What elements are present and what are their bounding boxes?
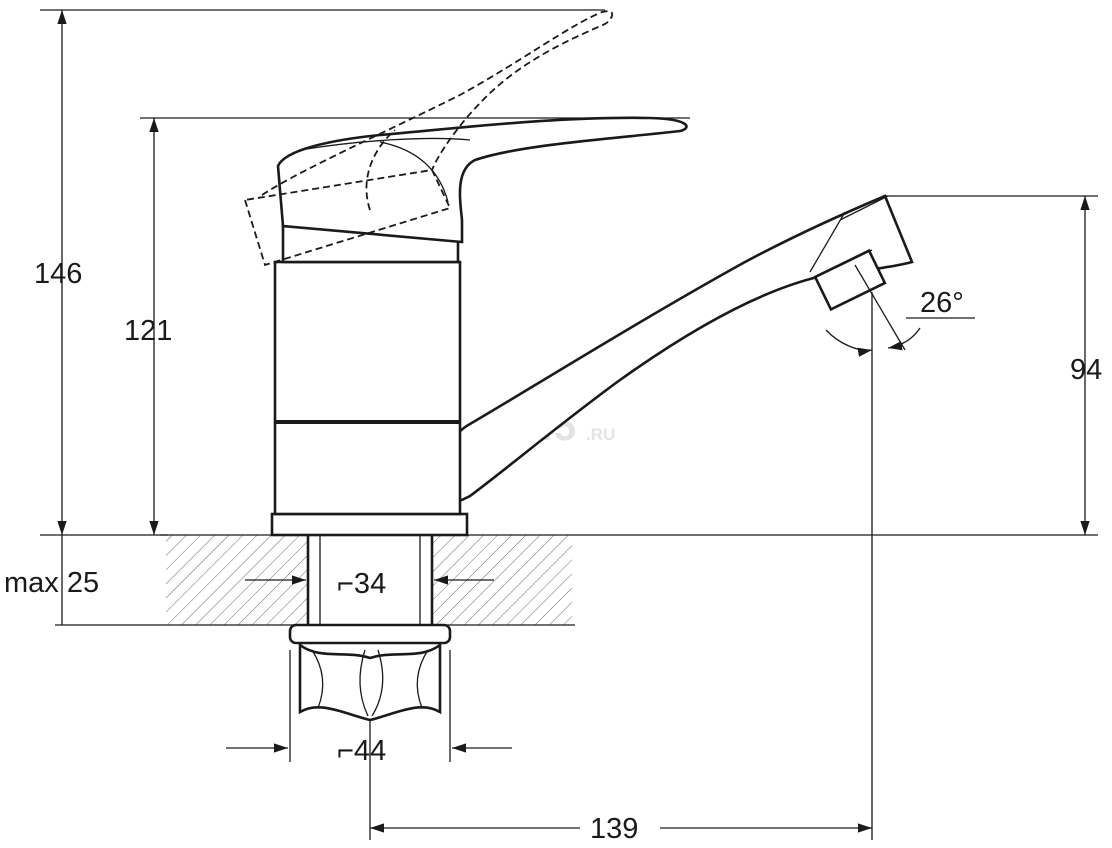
faucet-body <box>273 224 462 516</box>
dim-max25-label: max 25 <box>4 567 99 599</box>
dim-121-label: 121 <box>124 315 172 347</box>
dim-26deg-label: 26° <box>920 287 964 319</box>
dimension-nut-diameter: ⌐44 <box>226 650 512 767</box>
dim-94-label: 94 <box>1070 354 1102 386</box>
dimension-counter-thickness: max 25 <box>4 535 99 625</box>
dimension-spout-height: 94 <box>885 195 1102 535</box>
mounting-nut <box>288 623 452 722</box>
dim-d44-label: ⌐44 <box>337 735 386 767</box>
dimension-aerator-angle: 26° <box>825 264 975 357</box>
countertop-section <box>55 534 1098 626</box>
dimension-hole-diameter: ⌐34 <box>245 568 494 600</box>
dim-146-label: 146 <box>34 258 82 290</box>
dim-139-label: 139 <box>590 813 638 845</box>
dimension-total-height: 146 <box>34 9 605 536</box>
lever-handle-raised <box>243 10 614 267</box>
dim-d34-label: ⌐34 <box>337 568 386 600</box>
mounting-shank <box>306 535 434 625</box>
base-flange <box>270 512 469 537</box>
watermark-suffix: .RU <box>586 425 615 444</box>
spout <box>432 194 914 505</box>
dimension-body-height: 121 <box>124 117 690 535</box>
dimension-spout-reach: 139 <box>369 292 873 845</box>
lever-handle <box>276 116 688 244</box>
